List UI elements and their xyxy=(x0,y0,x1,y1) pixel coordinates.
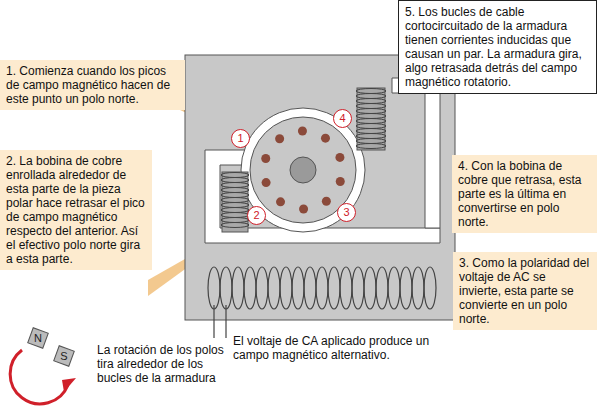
callout-number: 2 xyxy=(247,206,266,225)
winding xyxy=(221,183,249,188)
winding xyxy=(221,208,249,213)
coil-leads xyxy=(214,305,226,338)
shading-coil xyxy=(356,88,386,150)
winding xyxy=(221,193,249,198)
winding xyxy=(221,198,249,203)
callout-text: 3. Como la polaridad del voltaje de AC s… xyxy=(459,256,591,326)
winding xyxy=(340,267,352,309)
armature-bar xyxy=(336,177,345,186)
winding xyxy=(244,267,256,309)
winding xyxy=(356,104,386,109)
callout-text: 2. La bobina de cobre enrollada alrededo… xyxy=(6,154,146,266)
winding xyxy=(256,267,268,309)
winding xyxy=(316,267,328,309)
winding xyxy=(292,267,304,309)
coil-body xyxy=(357,88,385,150)
callout-box: 5. Los bucles de cable cortocircuitado d… xyxy=(398,0,597,94)
winding xyxy=(304,267,316,309)
armature-bar xyxy=(262,178,271,187)
winding xyxy=(221,203,249,208)
callout-box: 3. Como la polaridad del voltaje de AC s… xyxy=(453,252,597,330)
callout-number: 1 xyxy=(231,129,250,148)
winding xyxy=(400,267,412,309)
arrow-head xyxy=(62,378,76,392)
winding xyxy=(376,267,388,309)
winding xyxy=(356,129,386,134)
winding xyxy=(221,173,249,178)
winding xyxy=(388,267,400,309)
stator-bore xyxy=(241,108,365,232)
winding xyxy=(356,109,386,114)
armature-bar xyxy=(275,134,284,143)
winding xyxy=(328,267,340,309)
winding xyxy=(356,144,386,149)
winding xyxy=(352,267,364,309)
armature-bar xyxy=(276,197,285,206)
winding xyxy=(356,134,386,139)
armature-bar xyxy=(321,134,330,143)
stator-slot xyxy=(392,78,440,228)
callout-text: 1. Comienza cuando los picos de campo ma… xyxy=(6,64,179,106)
rotor xyxy=(250,117,356,223)
armature-bar xyxy=(261,154,270,163)
winding xyxy=(220,267,232,309)
main-coil xyxy=(208,267,436,309)
callout-text: 4. Con la bobina de cobre que retrasa, e… xyxy=(458,159,591,229)
armature-bar xyxy=(298,127,307,136)
winding xyxy=(208,267,220,309)
winding xyxy=(232,267,244,309)
winding xyxy=(424,267,436,309)
armature-bars xyxy=(261,127,345,214)
armature-bar xyxy=(335,153,344,162)
winding xyxy=(221,218,249,223)
winding xyxy=(356,114,386,119)
pole-square xyxy=(28,328,49,349)
winding xyxy=(356,89,386,94)
winding xyxy=(364,267,376,309)
winding xyxy=(268,267,280,309)
note-text: La rotación de los polos tira alrededor … xyxy=(97,343,239,385)
pole-letter: S xyxy=(56,348,72,364)
pole-letter: N xyxy=(30,330,46,346)
winding xyxy=(221,223,249,228)
winding xyxy=(356,99,386,104)
winding xyxy=(356,124,386,129)
callout-box: 1. Comienza cuando los picos de campo ma… xyxy=(0,60,185,110)
note-text: El voltaje de CA aplicado produce un cam… xyxy=(233,334,433,362)
winding xyxy=(280,267,292,309)
callout-box: 2. La bobina de cobre enrollada alrededo… xyxy=(0,150,152,270)
winding xyxy=(412,267,424,309)
winding xyxy=(356,139,386,144)
callout-number: 3 xyxy=(337,203,356,222)
coil-body xyxy=(222,172,248,232)
armature-bar xyxy=(299,204,308,213)
winding xyxy=(356,94,386,99)
callout-number: 4 xyxy=(333,109,352,128)
callout-text: 5. Los bucles de cable cortocircuitado d… xyxy=(405,5,590,89)
armature-bar xyxy=(322,197,331,206)
callout-box: 4. Con la bobina de cobre que retrasa, e… xyxy=(452,155,597,233)
stator xyxy=(185,55,455,320)
winding xyxy=(356,119,386,124)
pole-square xyxy=(54,346,75,367)
winding xyxy=(221,188,249,193)
shading-coil xyxy=(221,172,249,232)
winding xyxy=(221,178,249,183)
winding xyxy=(221,213,249,218)
shaft xyxy=(290,157,316,183)
